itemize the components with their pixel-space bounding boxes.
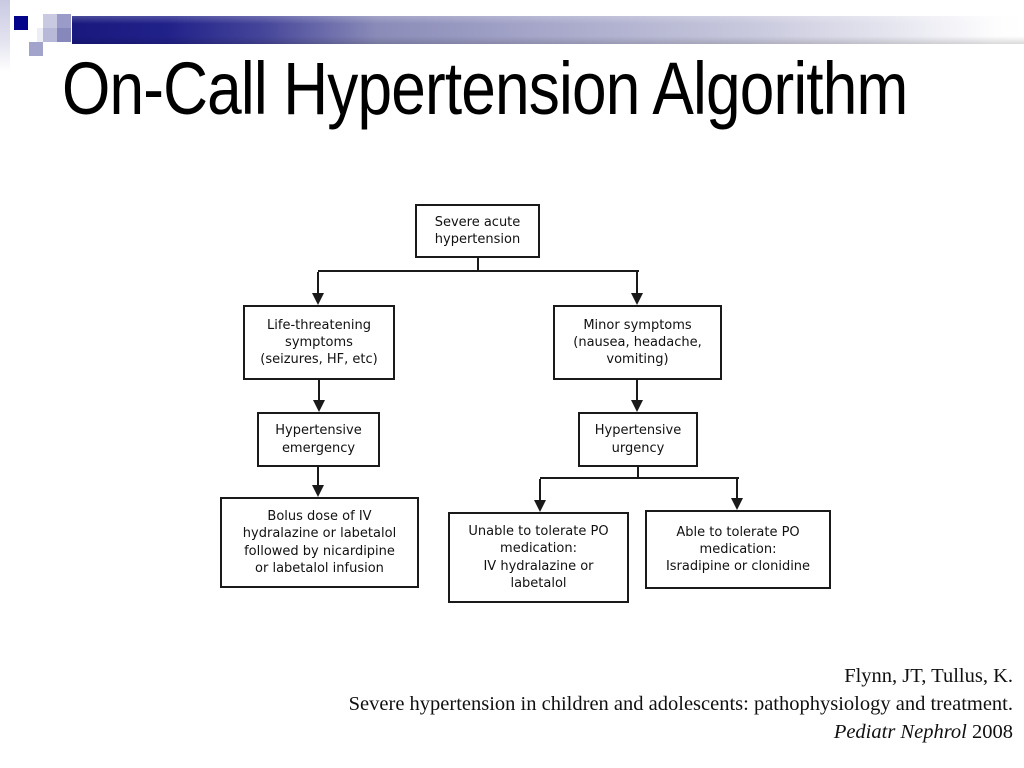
arrow-to-unable-po (534, 479, 546, 512)
deco-square-lower (29, 42, 43, 56)
deco-square-navy (14, 16, 28, 30)
arrowhead-down-icon (731, 498, 743, 510)
citation-authors: Flynn, JT, Tullus, K. (844, 665, 1013, 687)
flowchart-node-hypertensive-emergency: Hypertensive emergency (257, 412, 380, 467)
arrowhead-down-icon (312, 293, 324, 305)
arrowhead-down-icon (534, 500, 546, 512)
deco-square-blue (57, 28, 71, 42)
title-bar-shading (72, 16, 1024, 44)
connector-top-branch (318, 270, 639, 272)
deco-square-medium (57, 14, 71, 28)
arrow-to-life-threatening (312, 272, 324, 305)
title-bar-gradient (72, 16, 1024, 44)
flowchart-node-life-threatening-symptoms: Life-threatening symptoms (seizures, HF,… (243, 305, 395, 380)
arrow-to-hypertensive-emergency (313, 380, 325, 412)
flowchart-node-severe-acute-hypertension: Severe acute hypertension (415, 204, 540, 258)
arrow-to-minor-symptoms (631, 272, 643, 305)
citation-journal-line: Pediatr Nephrol 2008 (349, 718, 1013, 746)
deco-square-pale (37, 28, 43, 42)
deco-square-light (43, 14, 57, 28)
connector-urgency-branch (540, 477, 739, 479)
citation-journal: Pediatr Nephrol (833, 721, 967, 743)
left-gradient-strip (0, 0, 10, 72)
connector-urgency-stem (637, 467, 639, 479)
arrow-to-able-po (731, 479, 743, 510)
arrowhead-down-icon (631, 400, 643, 412)
citation-year: 2008 (966, 721, 1013, 743)
citation-block: Flynn, JT, Tullus, K. Severe hypertensio… (349, 662, 1013, 746)
flowchart-node-minor-symptoms: Minor symptoms (nausea, headache, vomiti… (553, 305, 722, 380)
arrowhead-down-icon (312, 485, 324, 497)
arrow-to-bolus-treatment (312, 467, 324, 497)
flowchart-node-hypertensive-urgency: Hypertensive urgency (578, 412, 698, 467)
arrowhead-down-icon (631, 293, 643, 305)
arrowhead-down-icon (313, 400, 325, 412)
citation-article-title: Severe hypertension in children and adol… (348, 693, 1013, 715)
flowchart-node-unable-to-tolerate-po: Unable to tolerate PO medication: IV hyd… (448, 512, 629, 603)
connector-severe-stem (477, 258, 479, 272)
deco-square-midlight (43, 28, 57, 42)
flowchart-node-bolus-iv-treatment: Bolus dose of IV hydralazine or labetalo… (220, 497, 419, 588)
flowchart-node-able-to-tolerate-po: Able to tolerate PO medication: Isradipi… (645, 510, 831, 589)
arrow-to-hypertensive-urgency (631, 380, 643, 412)
page-title: On-Call Hypertension Algorithm (62, 47, 908, 130)
